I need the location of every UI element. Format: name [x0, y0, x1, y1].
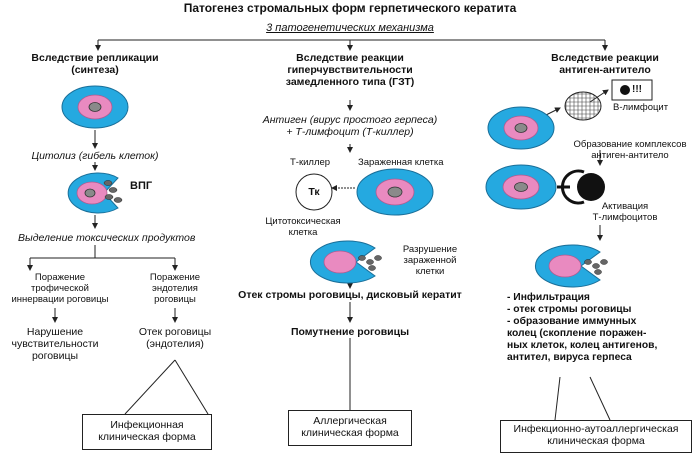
- branch-trophic-label: Поражение трофической иннервации роговиц…: [0, 272, 130, 305]
- destruction-line: зараженной: [403, 255, 457, 266]
- result-item: - отек стромы роговицы: [507, 304, 632, 315]
- complex-line: антиген-антитело: [591, 150, 669, 161]
- branch-a-line: Поражение: [34, 272, 86, 283]
- t-activation-label: Активация Т-лимфоцитов: [580, 201, 670, 223]
- form-line: клиническая форма: [98, 431, 196, 443]
- cytolysis-label: Цитолиз (гибель клеток): [31, 150, 159, 162]
- diagram-subtitle: 3 патогенетических механизма: [266, 22, 434, 34]
- callout-left-1: [124, 359, 176, 415]
- cell-complex-right: [485, 164, 557, 210]
- tk-label: Тк: [308, 186, 320, 198]
- branch-endothelium-label: Поражение эндотелия роговицы: [135, 272, 215, 305]
- left-heading-line: Вследствие репликации: [31, 52, 159, 64]
- result-a-line: Нарушение: [26, 326, 84, 338]
- toxic-products-label: Выделение токсических продуктов: [18, 232, 196, 244]
- virus-label: ВПГ: [130, 180, 153, 192]
- corneal-opacity-label: Помутнение роговицы: [290, 326, 410, 338]
- result-item: - образование иммунных: [507, 316, 637, 327]
- result-item: - Инфильтрация: [507, 292, 590, 303]
- branch-b-line: эндотелия: [152, 283, 198, 294]
- branch-a-line: трофической: [31, 283, 89, 294]
- cytotoxic-line: Цитотоксическая: [265, 216, 341, 227]
- middle-heading-line: замедленного типа (ГЗТ): [285, 76, 415, 88]
- result-sensitivity-label: Нарушение чувствительности роговицы: [0, 326, 110, 362]
- b-lymphocyte: [564, 91, 602, 121]
- branch-b-line: Поражение: [149, 272, 201, 283]
- form-allergic-box: Аллергическая клиническая форма: [288, 410, 412, 446]
- antigen-line: Антиген (вирус простого герпеса): [262, 114, 438, 126]
- result-item: колец (скопление поражен-: [507, 328, 647, 339]
- t-killer-cell: [295, 173, 333, 211]
- form-autoallergic-box: Инфекционно-аутоаллергическая клиническа…: [500, 420, 692, 453]
- antibody-box: [611, 79, 653, 101]
- middle-heading-line: Вследствие реакции: [296, 52, 404, 64]
- activation-line: Активация: [601, 201, 649, 212]
- form-line: Инфекционная: [110, 419, 184, 431]
- middle-heading: Вследствие реакции гиперчувствительности…: [255, 52, 445, 88]
- stroma-edema-label: Отек стромы роговицы, дисковый кератит: [238, 289, 462, 301]
- result-a-line: роговицы: [31, 350, 79, 362]
- left-heading: Вследствие репликации (синтеза): [10, 52, 180, 76]
- result-edema-label: Отек роговицы (эндотелия): [125, 326, 225, 350]
- cytotoxic-cell-label: Цитотоксическая клетка: [253, 216, 353, 238]
- cell-destroyed-middle: [309, 240, 382, 284]
- cytotoxic-line: клетка: [288, 227, 318, 238]
- complex-line: Образование комплексов: [573, 139, 687, 150]
- result-item: антител, вируса герпеса: [507, 352, 632, 363]
- right-heading-line: антиген-антитело: [559, 64, 651, 76]
- form-line: Аллергическая: [313, 415, 387, 427]
- callout-right-1: [554, 376, 561, 421]
- right-heading-line: Вследствие реакции: [551, 52, 659, 64]
- result-b-line: (эндотелия): [146, 338, 204, 350]
- antibody-marks: !!!: [632, 84, 642, 95]
- antigen-line: + Т-лимфоцит (Т-киллер): [286, 126, 414, 138]
- left-heading-line: (синтеза): [71, 64, 119, 76]
- result-a-line: чувствительности: [11, 338, 99, 350]
- middle-heading-line: гиперчувствительности: [287, 64, 413, 76]
- infected-cell-middle: [356, 168, 434, 216]
- callout-left-2: [174, 359, 209, 415]
- infected-cell-label: Зараженная клетка: [358, 157, 444, 168]
- form-line: клиническая форма: [547, 435, 645, 447]
- cell-intact-left: [61, 85, 129, 129]
- t-killer-label: Т-киллер: [290, 157, 331, 168]
- diagram-title: Патогенез стромальных форм герпетическог…: [183, 1, 517, 15]
- cell-intact-right: [487, 106, 555, 150]
- result-b-line: Отек роговицы: [138, 326, 212, 338]
- cell-lysed-left: [67, 172, 123, 214]
- complex-formation-label: Образование комплексов антиген-антитело: [570, 139, 690, 161]
- form-infectious-box: Инфекционная клиническая форма: [82, 414, 212, 450]
- destruction-line: Разрушение: [402, 244, 458, 255]
- right-heading: Вследствие реакции антиген-антитело: [520, 52, 690, 76]
- form-line: клиническая форма: [301, 427, 399, 439]
- destruction-line: клетки: [415, 266, 445, 277]
- branch-a-line: иннервации роговицы: [11, 294, 109, 305]
- result-item: ных клеток, колец антигенов,: [507, 340, 658, 351]
- t-lymphocyte-active: [577, 173, 605, 201]
- activation-line: Т-лимфоцитов: [592, 212, 658, 223]
- destruction-label: Разрушение зараженной клетки: [390, 244, 470, 277]
- cell-destroyed-right: [534, 244, 608, 288]
- form-line: Инфекционно-аутоаллергическая: [513, 423, 679, 435]
- callout-right-2: [589, 376, 611, 421]
- antigen-label: Антиген (вирус простого герпеса) + Т-лим…: [240, 114, 460, 138]
- antibody-dot-icon: [620, 85, 630, 95]
- b-lymphocyte-label: В-лимфоцит: [613, 102, 669, 113]
- right-results-list: - Инфильтрация - отек стромы роговицы - …: [507, 292, 699, 364]
- branch-b-line: роговицы: [154, 294, 196, 305]
